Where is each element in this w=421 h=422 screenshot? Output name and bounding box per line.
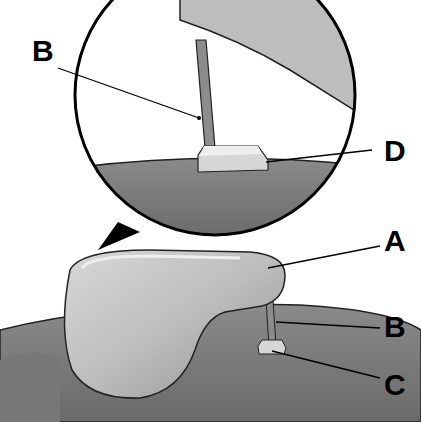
- part-letter: D: [384, 136, 406, 166]
- leader-lines: [58, 68, 380, 378]
- part-letter: B: [384, 312, 406, 342]
- part-letter: B: [32, 36, 54, 66]
- part-letter: A: [384, 226, 406, 256]
- part-letter: C: [384, 370, 406, 400]
- magnified-view: [70, 0, 370, 240]
